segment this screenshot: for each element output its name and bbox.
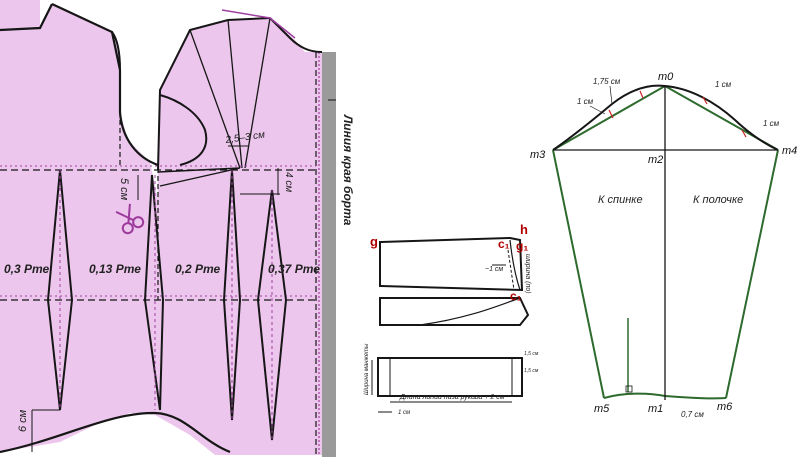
label-1cm-right: 1 см: [763, 119, 780, 128]
dart-label-2: 0,13 Рте: [89, 262, 141, 276]
cuff-bottom-curve: [419, 297, 521, 326]
label-175: 1,75 см: [593, 77, 621, 86]
label-band-width: Ширина манжеты: [364, 343, 370, 395]
leader-175: [609, 85, 613, 105]
point-m4: m4: [782, 145, 797, 157]
point-m1: m1: [648, 403, 663, 415]
label-cuff-1cm: ~1 см: [485, 266, 503, 273]
cuff-dashed: [507, 249, 515, 291]
dart-label-1: 0,3 Рте: [4, 262, 50, 276]
border-panel: [322, 52, 336, 457]
cap-marks: [608, 90, 747, 138]
point-c1-bottom: c₁: [510, 289, 522, 303]
point-m2: m2: [648, 154, 663, 166]
point-m5: m5: [594, 403, 610, 415]
label-border-line: Линия края борта: [341, 114, 355, 226]
purple-shoulder-line: [221, 9, 296, 39]
back-piece-fill: [0, 4, 158, 452]
sleeve-pattern: m0 m1 m2 m3 m4 m5 m6 1,75 см 1 см 1 см 1…: [530, 71, 797, 419]
label-5cm: 5 см: [118, 178, 130, 201]
label-07: 0,7 см: [681, 410, 704, 419]
label-1cm-right-top: 1 см: [715, 80, 732, 89]
label-6cm: 6 см: [17, 409, 29, 432]
point-g: g: [370, 234, 378, 249]
bodice-pattern: Линия края борта 2,5–3 см 4 см 5 см 6 см…: [0, 0, 355, 457]
label-band-15b: 1,5 см: [524, 368, 539, 374]
neckline-back: [111, 31, 121, 71]
point-h: h: [520, 222, 528, 237]
band-piece: Ширина манжеты Длина линии низа рукава +…: [364, 343, 539, 416]
point-m0: m0: [658, 71, 674, 83]
label-4cm: 4 см: [283, 172, 294, 192]
right-angle-mark: [625, 385, 633, 393]
band-outline: [377, 357, 523, 397]
cuff-curve: [509, 239, 521, 291]
dart-4: [256, 189, 288, 441]
label-band-15a: 1,5 см: [524, 351, 539, 357]
point-m6: m6: [717, 401, 733, 413]
leader-1cm: [589, 105, 606, 115]
cuff-bottom: [379, 297, 530, 326]
shoulder-dart-lines: [189, 17, 271, 169]
back-yoke-fill: [0, 0, 40, 30]
dart-centerlines: [59, 170, 273, 440]
label-band-1cm: 1 см: [398, 410, 410, 416]
label-to-front: К полочке: [693, 194, 743, 206]
label-to-back: К спинке: [598, 194, 643, 206]
cuff-piece: g h c₁ g₁ c₁ ~1 см ширина (по): [370, 222, 531, 326]
front-piece-fill: [155, 18, 322, 455]
label-cuff-width: ширина (по): [524, 254, 531, 294]
label-band-length: Длина линии низа рукава + 2 см: [399, 394, 505, 401]
dart-label-4: 0,37 Рте: [268, 262, 320, 276]
chest-dart: [157, 167, 241, 187]
point-g1: g₁: [516, 239, 528, 253]
dart-label-3: 0,2 Рте: [175, 262, 221, 276]
dart-2: [143, 174, 165, 411]
scissors-icon: [115, 203, 145, 235]
point-m3: m3: [530, 149, 546, 161]
label-1cm-left: 1 см: [577, 97, 594, 106]
point-c1-top: c₁: [498, 237, 510, 251]
dart-3: [222, 169, 242, 421]
